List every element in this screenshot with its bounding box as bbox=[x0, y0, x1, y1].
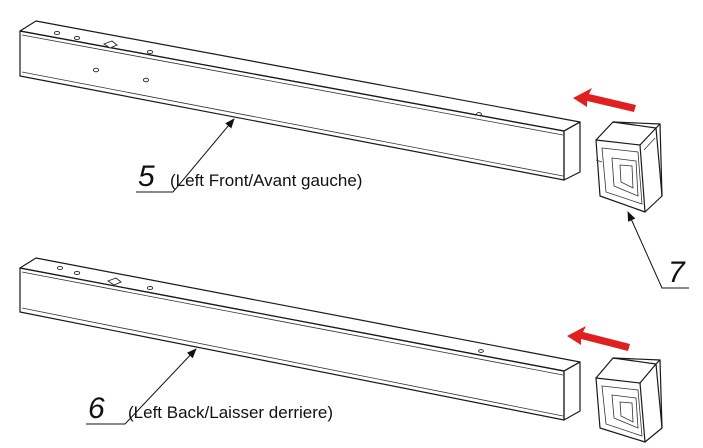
leader-6 bbox=[86, 348, 197, 425]
part-number-6: 6 bbox=[88, 392, 105, 425]
back-rail bbox=[19, 257, 581, 421]
leader-7 bbox=[627, 211, 689, 289]
part-label-front: (Left Front/Avant gauche) bbox=[170, 171, 362, 190]
part-number-5: 5 bbox=[138, 160, 155, 193]
leader-5 bbox=[136, 118, 235, 193]
insert-arrow-bottom-icon bbox=[567, 326, 630, 351]
insert-arrow-top-icon bbox=[573, 88, 636, 112]
front-rail bbox=[19, 20, 581, 181]
end-cap-bottom bbox=[595, 357, 663, 443]
part-number-7: 7 bbox=[668, 256, 686, 289]
part-label-back: (Left Back/Laisser derriere) bbox=[128, 403, 333, 422]
end-cap-top bbox=[595, 121, 663, 213]
